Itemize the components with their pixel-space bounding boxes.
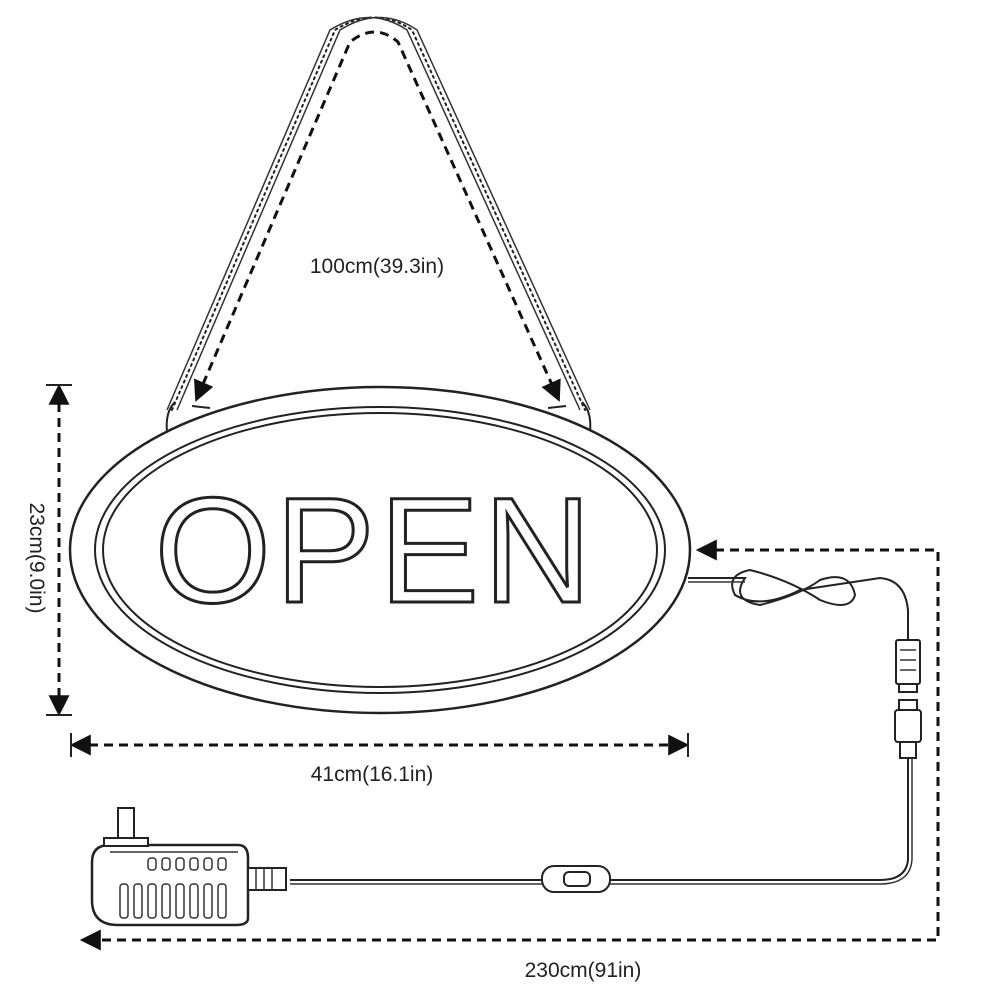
hanging-chain — [165, 16, 592, 437]
cable-length-label: 230cm(91in) — [525, 959, 642, 982]
width-dimension — [69, 733, 690, 757]
cable-length-dimension — [79, 539, 940, 951]
height-label: 23cm(9.0in) — [25, 503, 48, 614]
chain-length-dimension — [191, 30, 567, 409]
chain-length-label: 100cm(39.3in) — [310, 255, 444, 278]
width-label: 41cm(16.1in) — [311, 763, 434, 786]
height-dimension — [46, 383, 72, 717]
sign-open-text: OPEN — [154, 466, 595, 634]
power-adapter — [90, 807, 287, 927]
